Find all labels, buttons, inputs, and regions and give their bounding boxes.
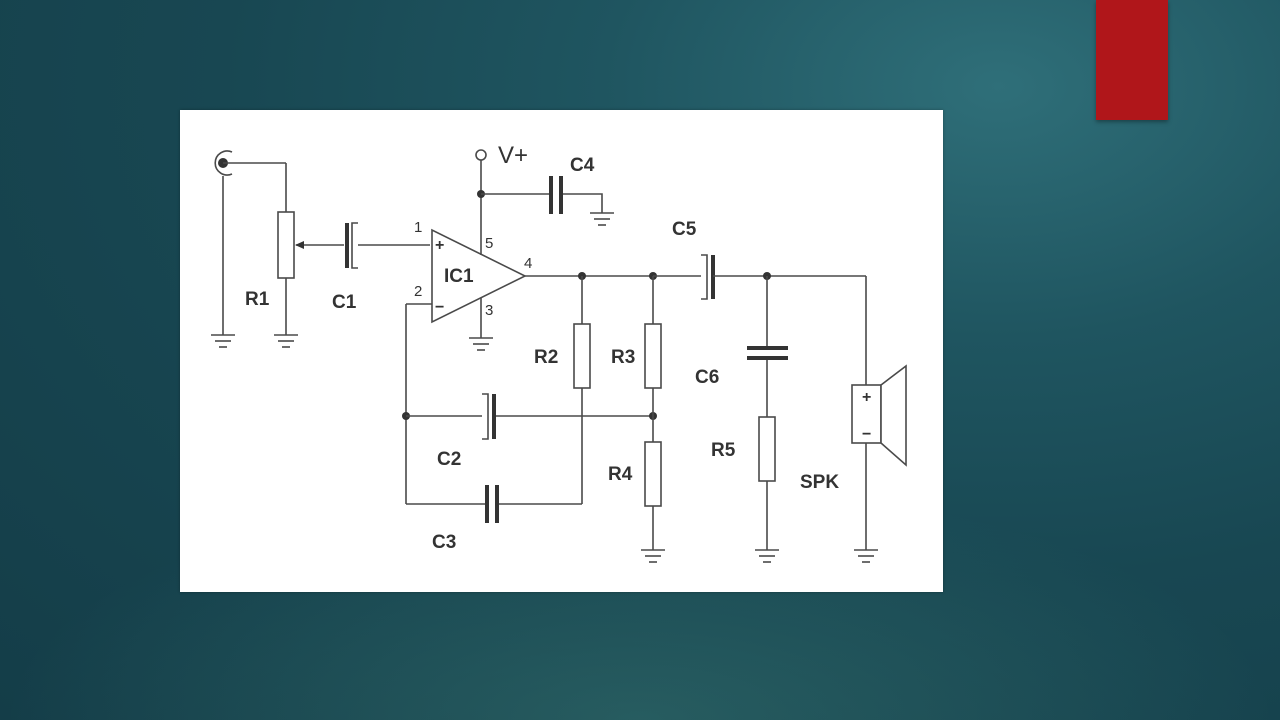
speaker [851,276,907,550]
ground-symbol [211,334,235,348]
label-c3: C3 [432,532,456,553]
ground-symbol [274,334,298,348]
label-r4: R4 [608,464,633,485]
label-r3: R3 [611,347,635,368]
schematic-panel: V+ C4 C5 R1 C1 IC1 R2 R3 C6 C2 R4 R5 SPK… [180,110,943,592]
opamp-plus-sign: + [435,237,444,254]
r1-potentiometer [277,163,344,335]
ic1-opamp [431,194,582,338]
v-plus-terminal [475,149,549,198]
label-v-plus: V+ [498,142,528,169]
speaker-plus-sign: + [862,389,871,406]
c5-capacitor [701,254,866,300]
r3-resistor [644,276,662,442]
ground-symbol [641,549,665,563]
c3-capacitor [406,485,582,523]
label-r2: R2 [534,347,558,368]
pin-4-label: 4 [524,255,532,272]
r2-resistor [573,276,591,504]
label-ic1: IC1 [444,266,474,287]
amplifier-schematic: V+ C4 C5 R1 C1 IC1 R2 R3 C6 C2 R4 R5 SPK… [211,142,907,563]
pin-5-label: 5 [485,235,493,252]
input-jack [214,150,286,335]
opamp-minus-sign: − [435,299,444,316]
label-c6: C6 [695,367,719,388]
c4-capacitor [549,176,603,214]
label-c4: C4 [570,155,595,176]
c1-capacitor [345,222,430,269]
accent-bar [1096,0,1168,120]
label-c5: C5 [672,219,697,240]
ground-symbol [590,212,614,226]
pin-3-label: 3 [485,302,493,319]
pin-2-label: 2 [414,283,422,300]
ground-symbol [854,549,878,563]
feedback-loop [402,303,432,504]
label-spk: SPK [800,472,839,493]
label-r1: R1 [245,289,270,310]
speaker-minus-sign: − [862,426,871,443]
ground-symbol [755,549,779,563]
pin-1-label: 1 [414,219,422,236]
r4-resistor [644,441,662,550]
label-c2: C2 [437,449,461,470]
c6-capacitor [747,276,788,417]
output-bus [578,272,701,280]
c2-capacitor [406,393,657,440]
label-r5: R5 [711,440,736,461]
r5-resistor [758,416,776,550]
label-c1: C1 [332,292,357,313]
ground-symbol [469,337,493,351]
